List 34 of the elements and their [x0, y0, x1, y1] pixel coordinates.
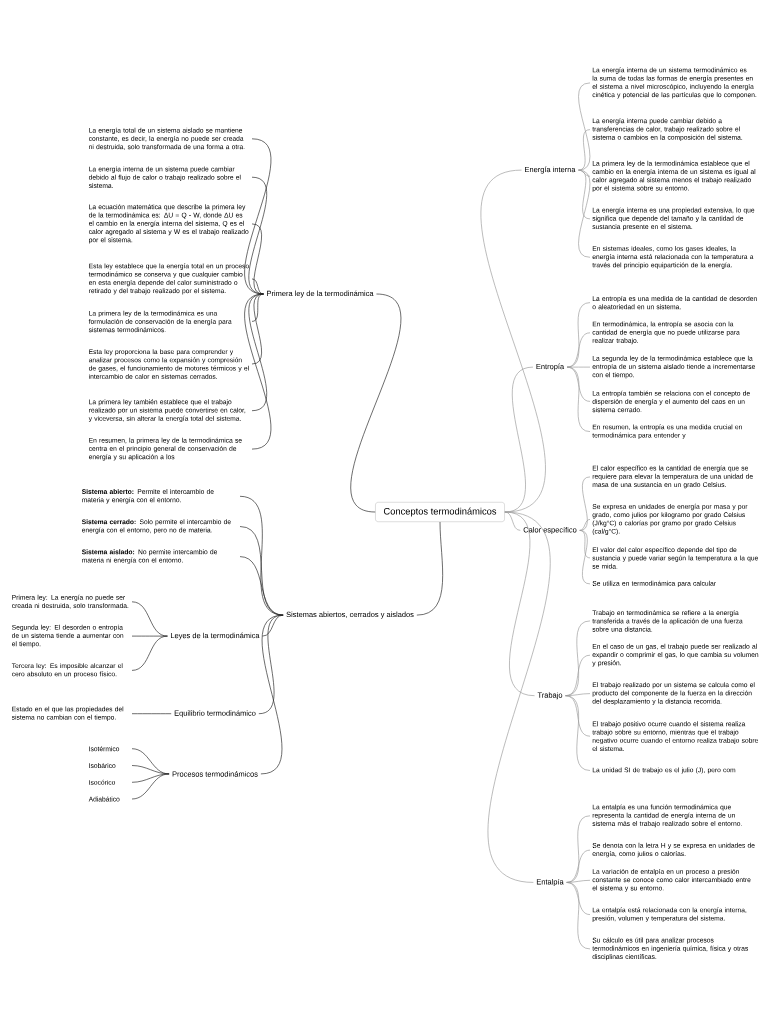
- branch-line: [578, 169, 591, 177]
- branch-line: [579, 519, 591, 531]
- branch-line: [565, 695, 591, 771]
- branch-line: [244, 293, 272, 450]
- branch-line: [131, 635, 168, 637]
- branch-line: [248, 176, 268, 295]
- branch-line: [251, 293, 264, 322]
- branch-line: [578, 129, 591, 171]
- branch-line: [480, 169, 546, 513]
- branch-line: [566, 366, 591, 432]
- branch-line: [578, 82, 591, 171]
- branch-line: [566, 882, 591, 915]
- branch-line: [244, 138, 272, 295]
- branch-line: [578, 169, 591, 258]
- branch-line: [131, 773, 170, 800]
- branch-line: [251, 293, 264, 365]
- branch-line: [416, 521, 443, 616]
- branch-line: [565, 654, 591, 697]
- branch-line: [579, 530, 591, 585]
- branch-line: [251, 223, 264, 295]
- branch-line: [566, 849, 591, 883]
- branch-line: [131, 635, 168, 671]
- branch-line: [248, 293, 268, 412]
- branch-line: [566, 815, 591, 883]
- branch-line: [239, 556, 284, 616]
- branch-line: [351, 293, 401, 513]
- branch-line: [566, 882, 591, 950]
- branch-line: [131, 713, 172, 715]
- branch-line: [260, 614, 284, 775]
- central-topic-box: Conceptos termodinámicos: [375, 502, 505, 522]
- branch-line: [579, 476, 591, 531]
- branch-line: [251, 278, 264, 295]
- branch-line: [487, 511, 551, 883]
- branch-line: [566, 366, 591, 368]
